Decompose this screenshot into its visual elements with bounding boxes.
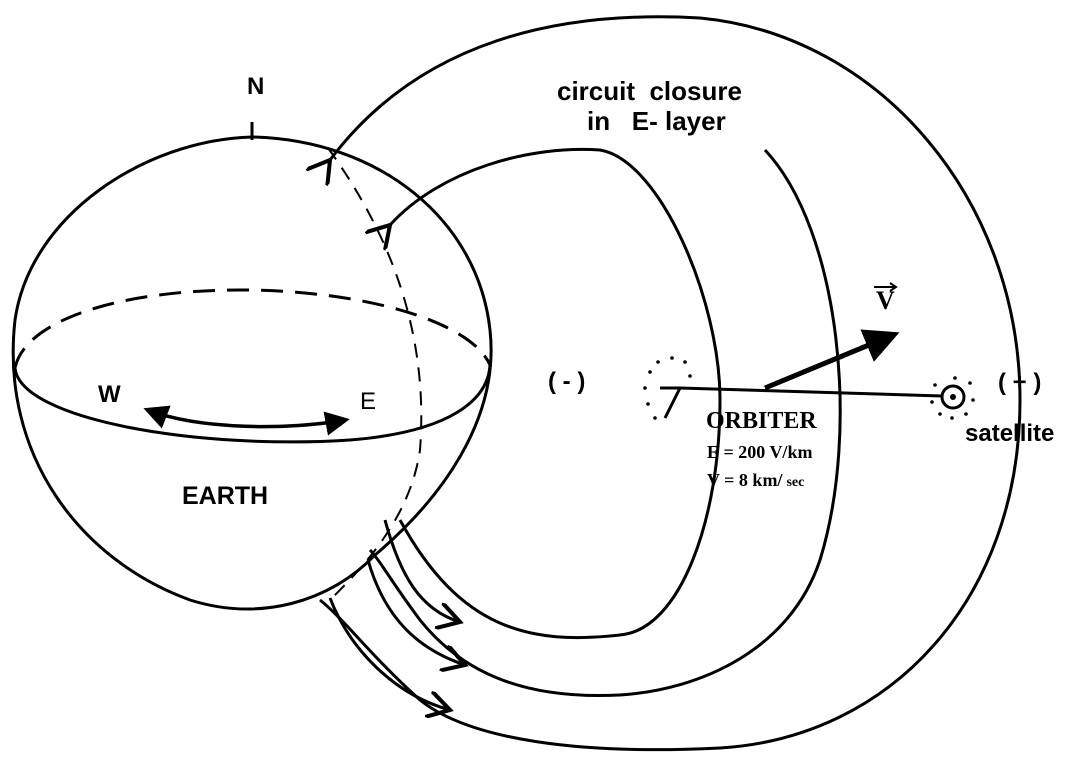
earth-outline xyxy=(11,135,493,611)
closure-label-line1: circuit closure xyxy=(557,76,742,106)
earth-label: EARTH xyxy=(182,482,268,510)
closure-label-line2: in E- layer xyxy=(587,106,726,136)
negative-pole-label: ( - ) xyxy=(548,368,585,395)
tether-line xyxy=(679,386,943,398)
east-label: E xyxy=(360,388,376,415)
orbiter-hook xyxy=(663,387,682,419)
orbiter-sparkle xyxy=(643,356,692,420)
e-layer-arc xyxy=(368,148,842,698)
orbiter-label: ORBITER xyxy=(706,408,817,434)
current-loops xyxy=(320,15,1022,752)
return-arrow-1 xyxy=(383,519,460,622)
west-label: W xyxy=(98,381,121,408)
orbital-speed-unit: sec xyxy=(786,475,804,490)
satellite-label: satellite xyxy=(965,420,1054,447)
velocity-label: V xyxy=(876,286,895,315)
outer-loop xyxy=(320,15,1022,752)
positive-pole-label: ( + ) xyxy=(998,369,1041,396)
equator-back xyxy=(13,288,492,369)
orbital-speed-main: V = 8 km/ xyxy=(707,470,783,490)
meridian-dashed xyxy=(327,147,423,601)
west-east-arrow xyxy=(143,405,350,436)
orbital-speed-label: V = 8 km/sec xyxy=(707,470,804,490)
tether xyxy=(643,356,975,420)
satellite-body xyxy=(930,376,975,420)
velocity-vector xyxy=(764,282,900,391)
north-label: N xyxy=(247,73,264,100)
field-strength-label: E = 200 V/km xyxy=(707,442,812,462)
earth-globe xyxy=(11,122,493,611)
return-arrow-2 xyxy=(366,559,465,665)
inner-loop xyxy=(390,147,722,640)
return-arrow-3 xyxy=(328,597,450,710)
equator-front xyxy=(13,364,492,444)
